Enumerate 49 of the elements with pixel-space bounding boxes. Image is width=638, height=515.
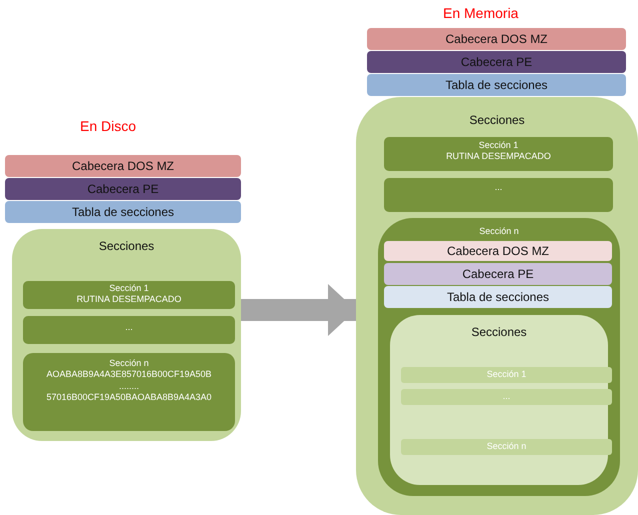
node-title: Tabla de secciones bbox=[72, 205, 174, 220]
heading: En Disco bbox=[80, 118, 136, 134]
header-bar bbox=[384, 263, 612, 285]
node-text: AOABA8B9A4A3E857016B00CF19A50B bbox=[46, 369, 212, 380]
header-bar bbox=[384, 286, 612, 308]
header-bar bbox=[5, 201, 241, 223]
node-title: Sección 1 bbox=[478, 140, 518, 152]
section-bar bbox=[401, 367, 612, 383]
header-bar bbox=[384, 241, 612, 261]
node-title: Sección n bbox=[109, 358, 149, 370]
node-title: Secciones bbox=[469, 113, 525, 128]
section-bar bbox=[401, 439, 612, 455]
node-title: ... bbox=[125, 322, 133, 334]
node-title: Secciones bbox=[98, 239, 154, 254]
header-bar bbox=[367, 74, 626, 96]
node-title: Cabecera PE bbox=[460, 55, 532, 70]
section-bar bbox=[401, 389, 612, 405]
node-title: Sección 1 bbox=[486, 369, 526, 380]
sections-panel bbox=[356, 97, 638, 515]
header-bar bbox=[367, 51, 626, 73]
node-title: Cabecera DOS MZ bbox=[446, 244, 550, 259]
node-title: Sección 1 bbox=[109, 283, 149, 294]
node-title: Sección n bbox=[479, 226, 519, 238]
node-title: Tabla de secciones bbox=[445, 78, 548, 93]
heading: En Memoria bbox=[443, 5, 518, 21]
node-text: RUTINA DESEMPACADO bbox=[446, 151, 551, 162]
node-title: ... bbox=[494, 182, 502, 194]
arrow bbox=[241, 284, 356, 336]
sections-panel bbox=[12, 229, 241, 441]
section-bar bbox=[384, 178, 613, 212]
header-bar bbox=[367, 28, 626, 50]
section-bar bbox=[23, 316, 235, 344]
node-title: ... bbox=[502, 391, 510, 402]
header-bar bbox=[5, 178, 241, 200]
header-bar bbox=[5, 155, 241, 177]
node-title: Sección n bbox=[486, 441, 526, 452]
node-title: Secciones bbox=[471, 325, 527, 340]
node-title: Cabecera PE bbox=[462, 267, 534, 282]
section-bar bbox=[23, 353, 235, 431]
node-title: Cabecera PE bbox=[87, 182, 159, 197]
node-text: ........ bbox=[118, 380, 139, 392]
node-title: Tabla de secciones bbox=[446, 290, 550, 305]
node-text: 57016B00CF19A50BAOABA8B9A4A3A0 bbox=[46, 392, 212, 403]
node-text: RUTINA DESEMPACADO bbox=[76, 294, 182, 306]
node-title: Cabecera DOS MZ bbox=[72, 159, 174, 174]
node-title: Cabecera DOS MZ bbox=[445, 32, 548, 47]
section-bar bbox=[384, 137, 613, 171]
section-panel bbox=[378, 218, 620, 496]
section-bar bbox=[23, 281, 235, 309]
